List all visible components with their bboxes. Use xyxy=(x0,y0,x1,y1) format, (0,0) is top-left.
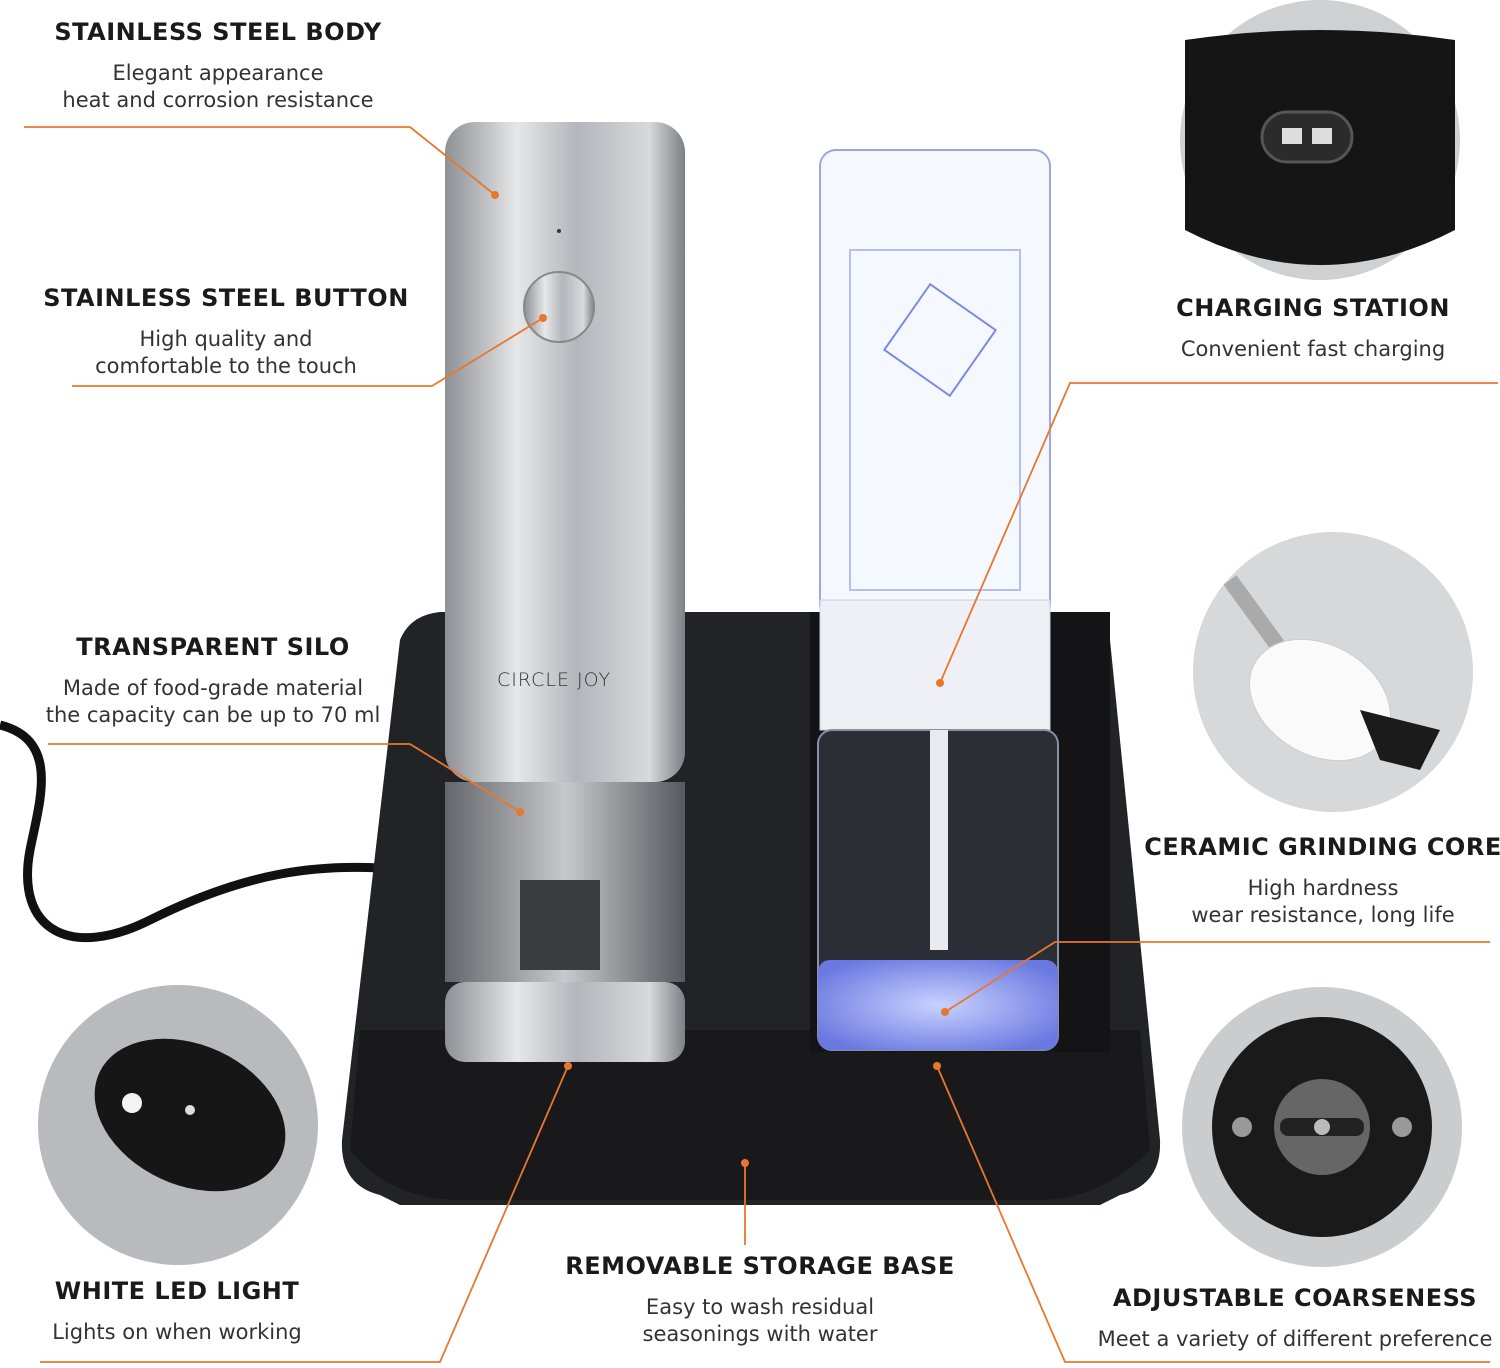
power-cable xyxy=(0,720,381,943)
callout-line-led xyxy=(40,1065,569,1363)
feature-title: WHITE LED LIGHT xyxy=(54,1277,300,1305)
feature-title: TRANSPARENT SILO xyxy=(76,633,350,661)
feature-line: Lights on when working xyxy=(52,1320,302,1344)
callout-dot xyxy=(936,679,944,687)
feature-title: STAINLESS STEEL BUTTON xyxy=(43,284,409,312)
feature-button: STAINLESS STEEL BUTTON High quality and … xyxy=(43,284,409,380)
callout-dot xyxy=(564,1062,572,1070)
feature-title: STAINLESS STEEL BODY xyxy=(54,18,382,46)
feature-line: heat and corrosion resistance xyxy=(62,88,374,112)
feature-title: ADJUSTABLE COARSENESS xyxy=(1112,1284,1478,1312)
callout-line-charging xyxy=(939,382,1498,684)
callout-line-silo xyxy=(48,743,521,813)
steel-body xyxy=(445,122,685,782)
steel-button xyxy=(523,271,595,343)
brand-logo: CIRCLE JOY xyxy=(497,669,612,691)
feature-line: High quality and xyxy=(139,327,313,351)
steel-bottom-cap xyxy=(445,982,685,1062)
callout-dot xyxy=(516,808,524,816)
indicator-dot xyxy=(557,229,561,233)
internal-frame xyxy=(849,249,1021,591)
led-light-icon xyxy=(122,1093,142,1113)
feature-base: REMOVABLE STORAGE BASE Easy to wash resi… xyxy=(565,1252,954,1348)
feature-line: seasonings with water xyxy=(642,1322,878,1346)
feature-line: Elegant appearance xyxy=(112,61,324,85)
callout-dots xyxy=(491,191,949,1167)
callout-line-body xyxy=(24,126,496,196)
led-light-detail xyxy=(38,985,318,1265)
feature-title: CHARGING STATION xyxy=(1176,294,1450,322)
grinding-mechanism xyxy=(520,880,600,970)
feature-title: REMOVABLE STORAGE BASE xyxy=(565,1252,955,1280)
feature-led: WHITE LED LIGHT Lights on when working xyxy=(52,1277,302,1346)
callout-line-button xyxy=(72,317,544,387)
feature-title: CERAMIC GRINDING CORE xyxy=(1144,833,1500,861)
callout-dot xyxy=(933,1062,941,1070)
screw-icon xyxy=(1392,1117,1412,1137)
feature-line: wear resistance, long life xyxy=(1191,903,1455,927)
feature-line: High hardness xyxy=(1247,876,1399,900)
charging-port xyxy=(1260,110,1354,164)
callout-dot xyxy=(539,314,547,322)
storage-base-tray xyxy=(350,1030,1150,1200)
feature-line: Easy to wash residual xyxy=(645,1295,875,1319)
charging-station-detail xyxy=(1180,0,1460,280)
feature-line: comfortable to the touch xyxy=(95,354,357,378)
feature-silo: TRANSPARENT SILO Made of food-grade mate… xyxy=(46,633,381,729)
coarseness-dial-detail xyxy=(1182,987,1462,1267)
feature-charging: CHARGING STATION Convenient fast chargin… xyxy=(1176,294,1450,363)
grinder-gear-section xyxy=(819,599,1051,731)
feature-line: Meet a variety of different preference xyxy=(1097,1327,1493,1351)
feature-coarseness: ADJUSTABLE COARSENESS Meet a variety of … xyxy=(1098,1284,1493,1353)
internal-motor xyxy=(882,282,998,398)
ceramic-core-detail xyxy=(1193,532,1473,812)
grinder-shaft xyxy=(930,730,948,950)
callout-lines xyxy=(24,126,1498,1363)
led-glow xyxy=(818,960,1058,1050)
feature-body: STAINLESS STEEL BODY Elegant appearance … xyxy=(54,18,381,114)
screw-icon xyxy=(1232,1117,1252,1137)
callout-line-coarseness xyxy=(936,1065,1490,1363)
feature-line: Convenient fast charging xyxy=(1180,337,1446,361)
callout-dot xyxy=(491,191,499,199)
feature-line: Made of food-grade material xyxy=(62,676,364,700)
feature-core: CERAMIC GRINDING CORE High hardness wear… xyxy=(1144,833,1500,929)
callout-dot xyxy=(741,1159,749,1167)
callout-dot xyxy=(941,1008,949,1016)
feature-line: the capacity can be up to 70 ml xyxy=(45,703,381,727)
callout-line-core xyxy=(944,941,1490,1013)
